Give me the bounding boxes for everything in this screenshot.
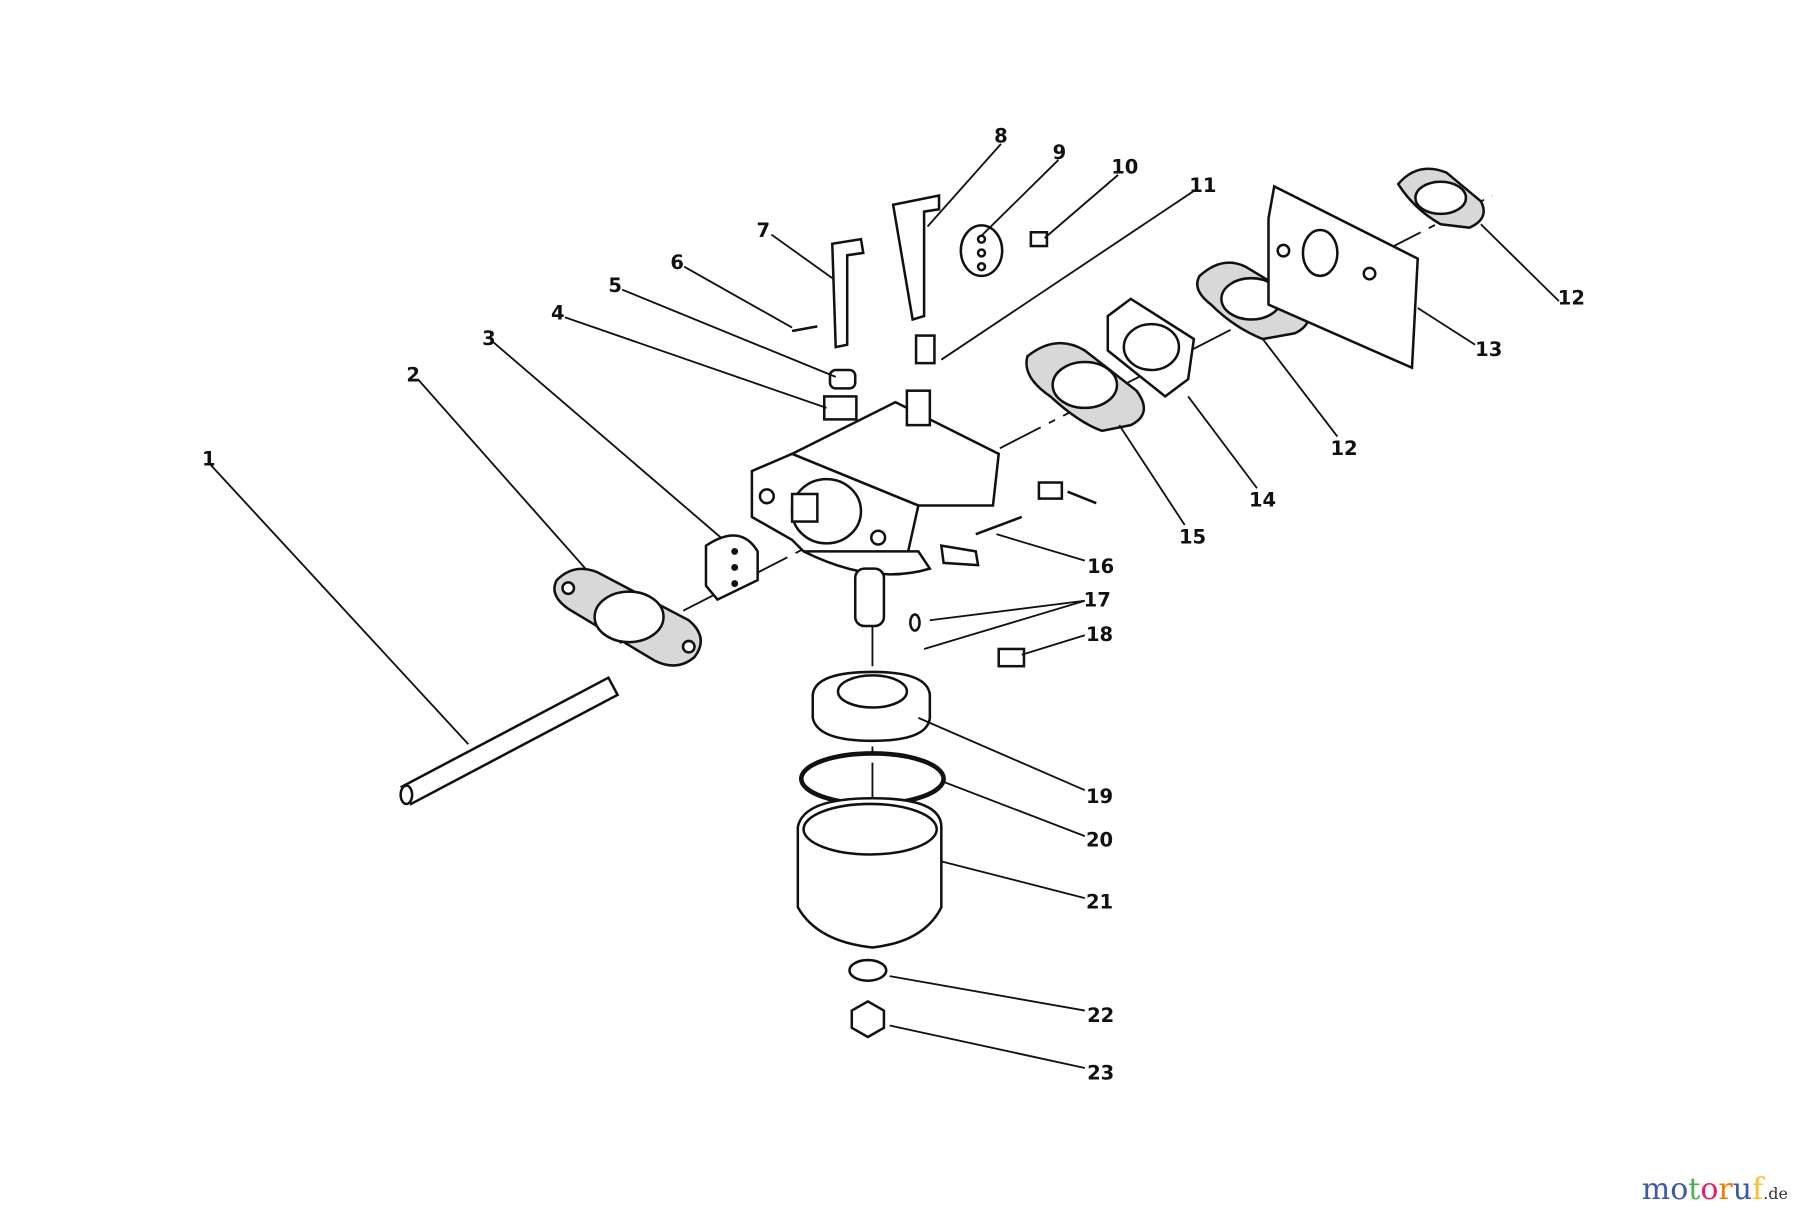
callout-4: 4 [551,302,565,325]
callout-7: 7 [757,219,771,242]
callout-13: 13 [1475,338,1502,361]
callout-labels: 1 2 3 4 5 6 7 8 9 10 11 12 13 12 14 15 1… [202,125,1585,1085]
watermark-letter: u [1732,1172,1753,1207]
part-8-shaft [891,193,941,322]
callout-8: 8 [994,125,1008,148]
part-14-spacer [1106,297,1196,399]
callout-19: 19 [1086,785,1113,808]
screw [1067,490,1097,505]
part-17-o-ring [909,613,921,632]
callout-14: 14 [1249,489,1276,512]
callout-10: 10 [1111,156,1138,179]
carburetor-body [750,389,1001,628]
part-12-gasket-top [1396,167,1485,229]
callout-22: 22 [1087,1004,1114,1027]
callout-17: 17 [1084,589,1111,612]
part-11 [914,334,936,365]
part-6-screw [791,325,818,333]
part-19-float [811,670,932,743]
watermark-letter: r [1718,1172,1733,1207]
callout-5: 5 [608,274,622,297]
part-2-gasket [553,567,702,667]
watermark-letter: o [1670,1172,1689,1207]
leader-lines [208,143,1560,1069]
watermark-letter: o [1700,1172,1719,1207]
part-3-throttle-plate [704,534,759,602]
watermark-letter: f [1752,1172,1764,1207]
part-23-bolt [850,999,886,1039]
part-13-plate [1267,184,1420,370]
callout-15: 15 [1179,525,1206,548]
callout-18: 18 [1086,623,1113,646]
watermark-letter: t [1688,1172,1701,1207]
watermark-logo: motoruf.de [1641,1172,1788,1207]
part-15-gasket [1025,341,1146,433]
part-7-lever [830,237,865,349]
callout-3: 3 [482,327,496,350]
callout-23: 23 [1087,1061,1114,1084]
callout-20: 20 [1086,828,1113,851]
watermark-letter: m [1641,1172,1671,1207]
callout-2: 2 [406,364,420,387]
part-16-spring [975,515,1023,536]
part-18-screw [997,647,1026,668]
callout-12-middle: 12 [1330,437,1357,460]
part-1-stud [399,675,620,806]
part-10-screw [1029,231,1049,248]
part-12-gasket-middle [1196,261,1311,341]
callout-21: 21 [1086,890,1113,913]
callout-12-top: 12 [1558,287,1585,310]
callout-16: 16 [1087,555,1114,578]
part-21-float-bowl [796,796,943,949]
part-22-washer [848,958,888,982]
part-5 [828,368,857,390]
callout-1: 1 [202,447,216,470]
callout-9: 9 [1053,141,1067,164]
idle-screw [1037,481,1064,500]
small-parts [791,193,1097,668]
callout-11: 11 [1189,174,1216,197]
callout-6: 6 [670,251,684,274]
